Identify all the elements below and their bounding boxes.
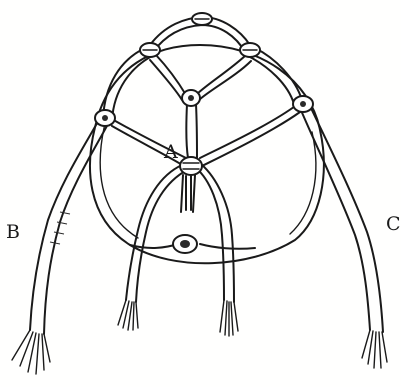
knot-top (192, 13, 212, 25)
cord-b (12, 118, 108, 374)
knot-right (293, 96, 313, 112)
knot-bottom (173, 235, 197, 253)
label-c: C (386, 213, 401, 235)
knot-centre (182, 90, 200, 106)
knot-left (95, 110, 115, 126)
knot-upper-right (240, 43, 260, 57)
net-mesh (103, 17, 302, 166)
knot-a (180, 157, 202, 175)
label-a: A (163, 141, 178, 163)
label-b: B (6, 221, 20, 243)
cord-c (300, 106, 387, 368)
knots (95, 13, 313, 253)
knot-upper-left (140, 43, 160, 57)
right-centre-strand (196, 164, 238, 336)
